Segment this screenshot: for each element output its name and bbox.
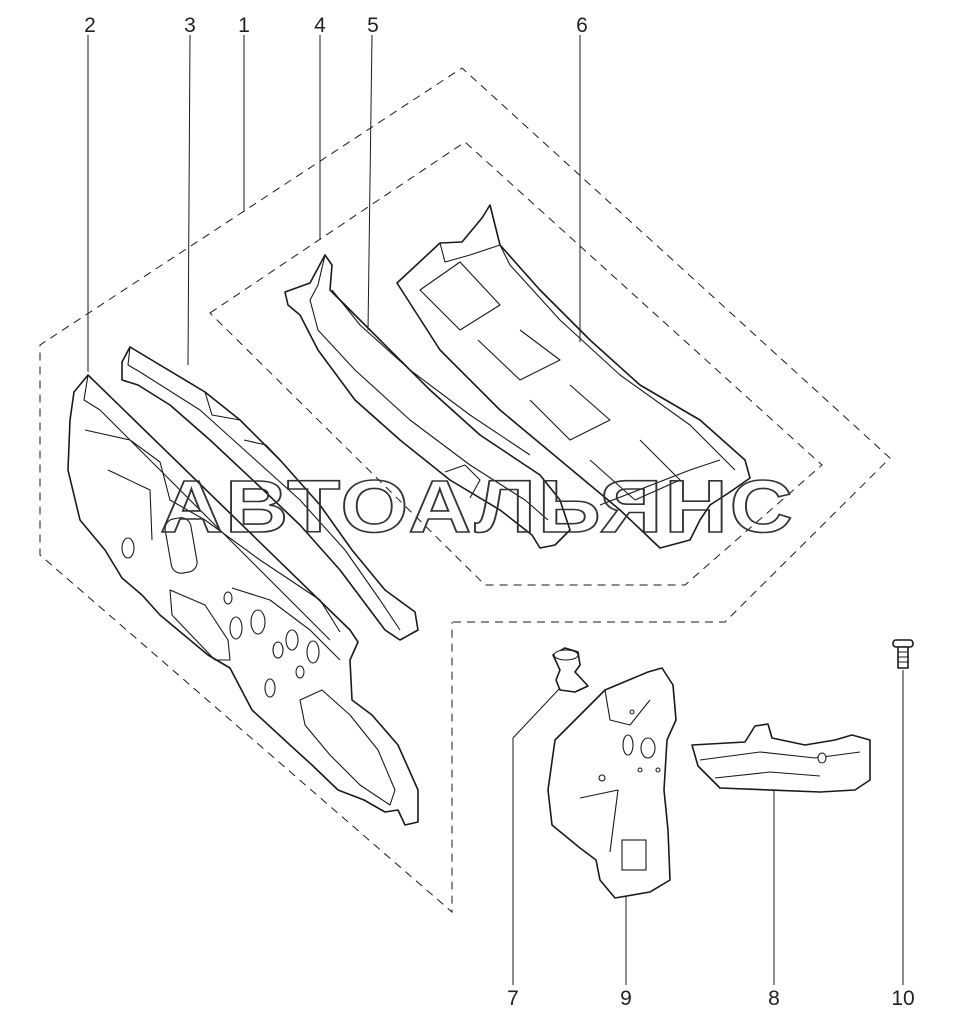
callout-7: 7 [507, 987, 519, 1010]
callout-6: 6 [576, 14, 588, 37]
callout-8: 8 [768, 987, 780, 1010]
outer-assembly-outline [39, 67, 891, 914]
inner-assembly-outline [209, 141, 823, 586]
leader-7 [512, 687, 561, 985]
part-3-reinforcement-beam [121, 346, 419, 641]
assembly-outlines [39, 67, 891, 914]
leader-lines [87, 34, 904, 985]
callout-3: 3 [184, 14, 196, 37]
part-9-side-bracket [547, 667, 677, 899]
callout-labels: 2 3 1 4 5 6 7 9 8 10 [84, 14, 915, 1010]
callout-10: 10 [891, 987, 914, 1010]
part-7-grommet [552, 647, 589, 693]
callout-2: 2 [84, 14, 96, 37]
callout-9: 9 [620, 987, 632, 1010]
watermark: АВТОАЛЬЯНС [160, 465, 795, 548]
part-6-lower-cowl-panel [396, 204, 751, 549]
callout-4: 4 [314, 14, 326, 37]
part-8-mounting-bracket [691, 723, 871, 793]
callout-5: 5 [367, 14, 379, 37]
callout-1: 1 [238, 14, 250, 37]
part-5-upper-cowl-panel [284, 254, 571, 549]
leader-3 [187, 34, 191, 366]
part-2-dash-panel [67, 374, 419, 826]
leader-5 [367, 34, 373, 331]
part-10-bolt [892, 639, 914, 669]
